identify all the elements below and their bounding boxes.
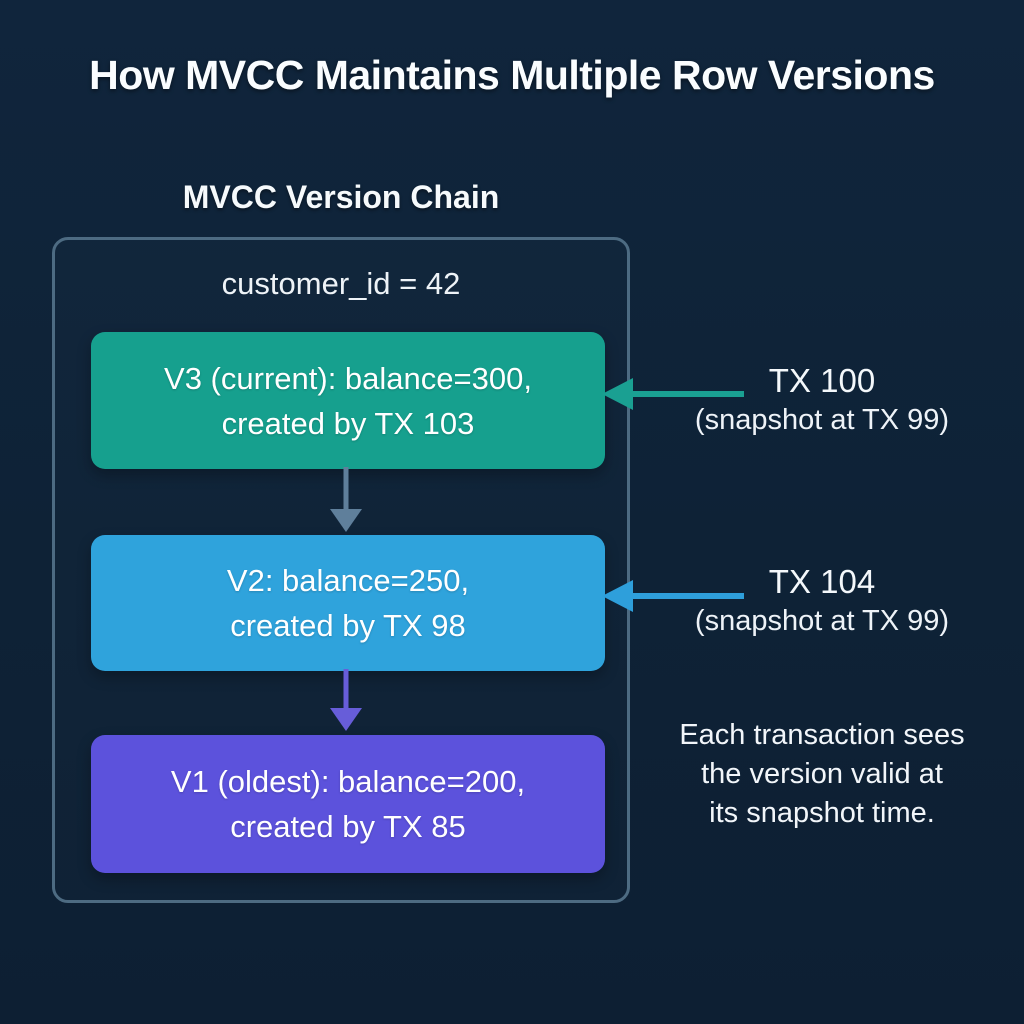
version-v2-line2: created by TX 98 xyxy=(230,608,466,643)
version-chain-heading: MVCC Version Chain xyxy=(182,179,500,215)
tx-104-name: TX 104 xyxy=(768,563,876,600)
version-v3-line1: V3 (current): balance=300, xyxy=(164,360,532,396)
page-title: How MVCC Maintains Multiple Row Versions xyxy=(89,52,935,98)
tx-104-snapshot: (snapshot at TX 99) xyxy=(694,605,950,637)
version-v2-line1: V2: balance=250, xyxy=(226,563,470,598)
version-chain-container: customer_id = 42 V3 (current): balance=3… xyxy=(52,237,630,903)
version-box-v1: V1 (oldest): balance=200, created by TX … xyxy=(91,735,605,873)
tx-100-snapshot: (snapshot at TX 99) xyxy=(694,404,950,436)
row-key-label: customer_id = 42 xyxy=(221,266,461,301)
version-v1-line2: created by TX 85 xyxy=(230,809,466,844)
version-v3-line2: created by TX 103 xyxy=(221,405,475,441)
tx-104-label-block: TX 104 (snapshot at TX 99) xyxy=(640,561,1004,640)
version-box-v2: V2: balance=250, created by TX 98 xyxy=(91,535,605,671)
tx-100-label-block: TX 100 (snapshot at TX 99) xyxy=(640,360,1004,439)
tx-100-name: TX 100 xyxy=(768,362,876,399)
version-box-v3: V3 (current): balance=300, created by TX… xyxy=(91,332,605,469)
note-text: Each transaction sees the version valid … xyxy=(679,719,965,829)
version-v1-line1: V1 (oldest): balance=200, xyxy=(170,764,526,799)
